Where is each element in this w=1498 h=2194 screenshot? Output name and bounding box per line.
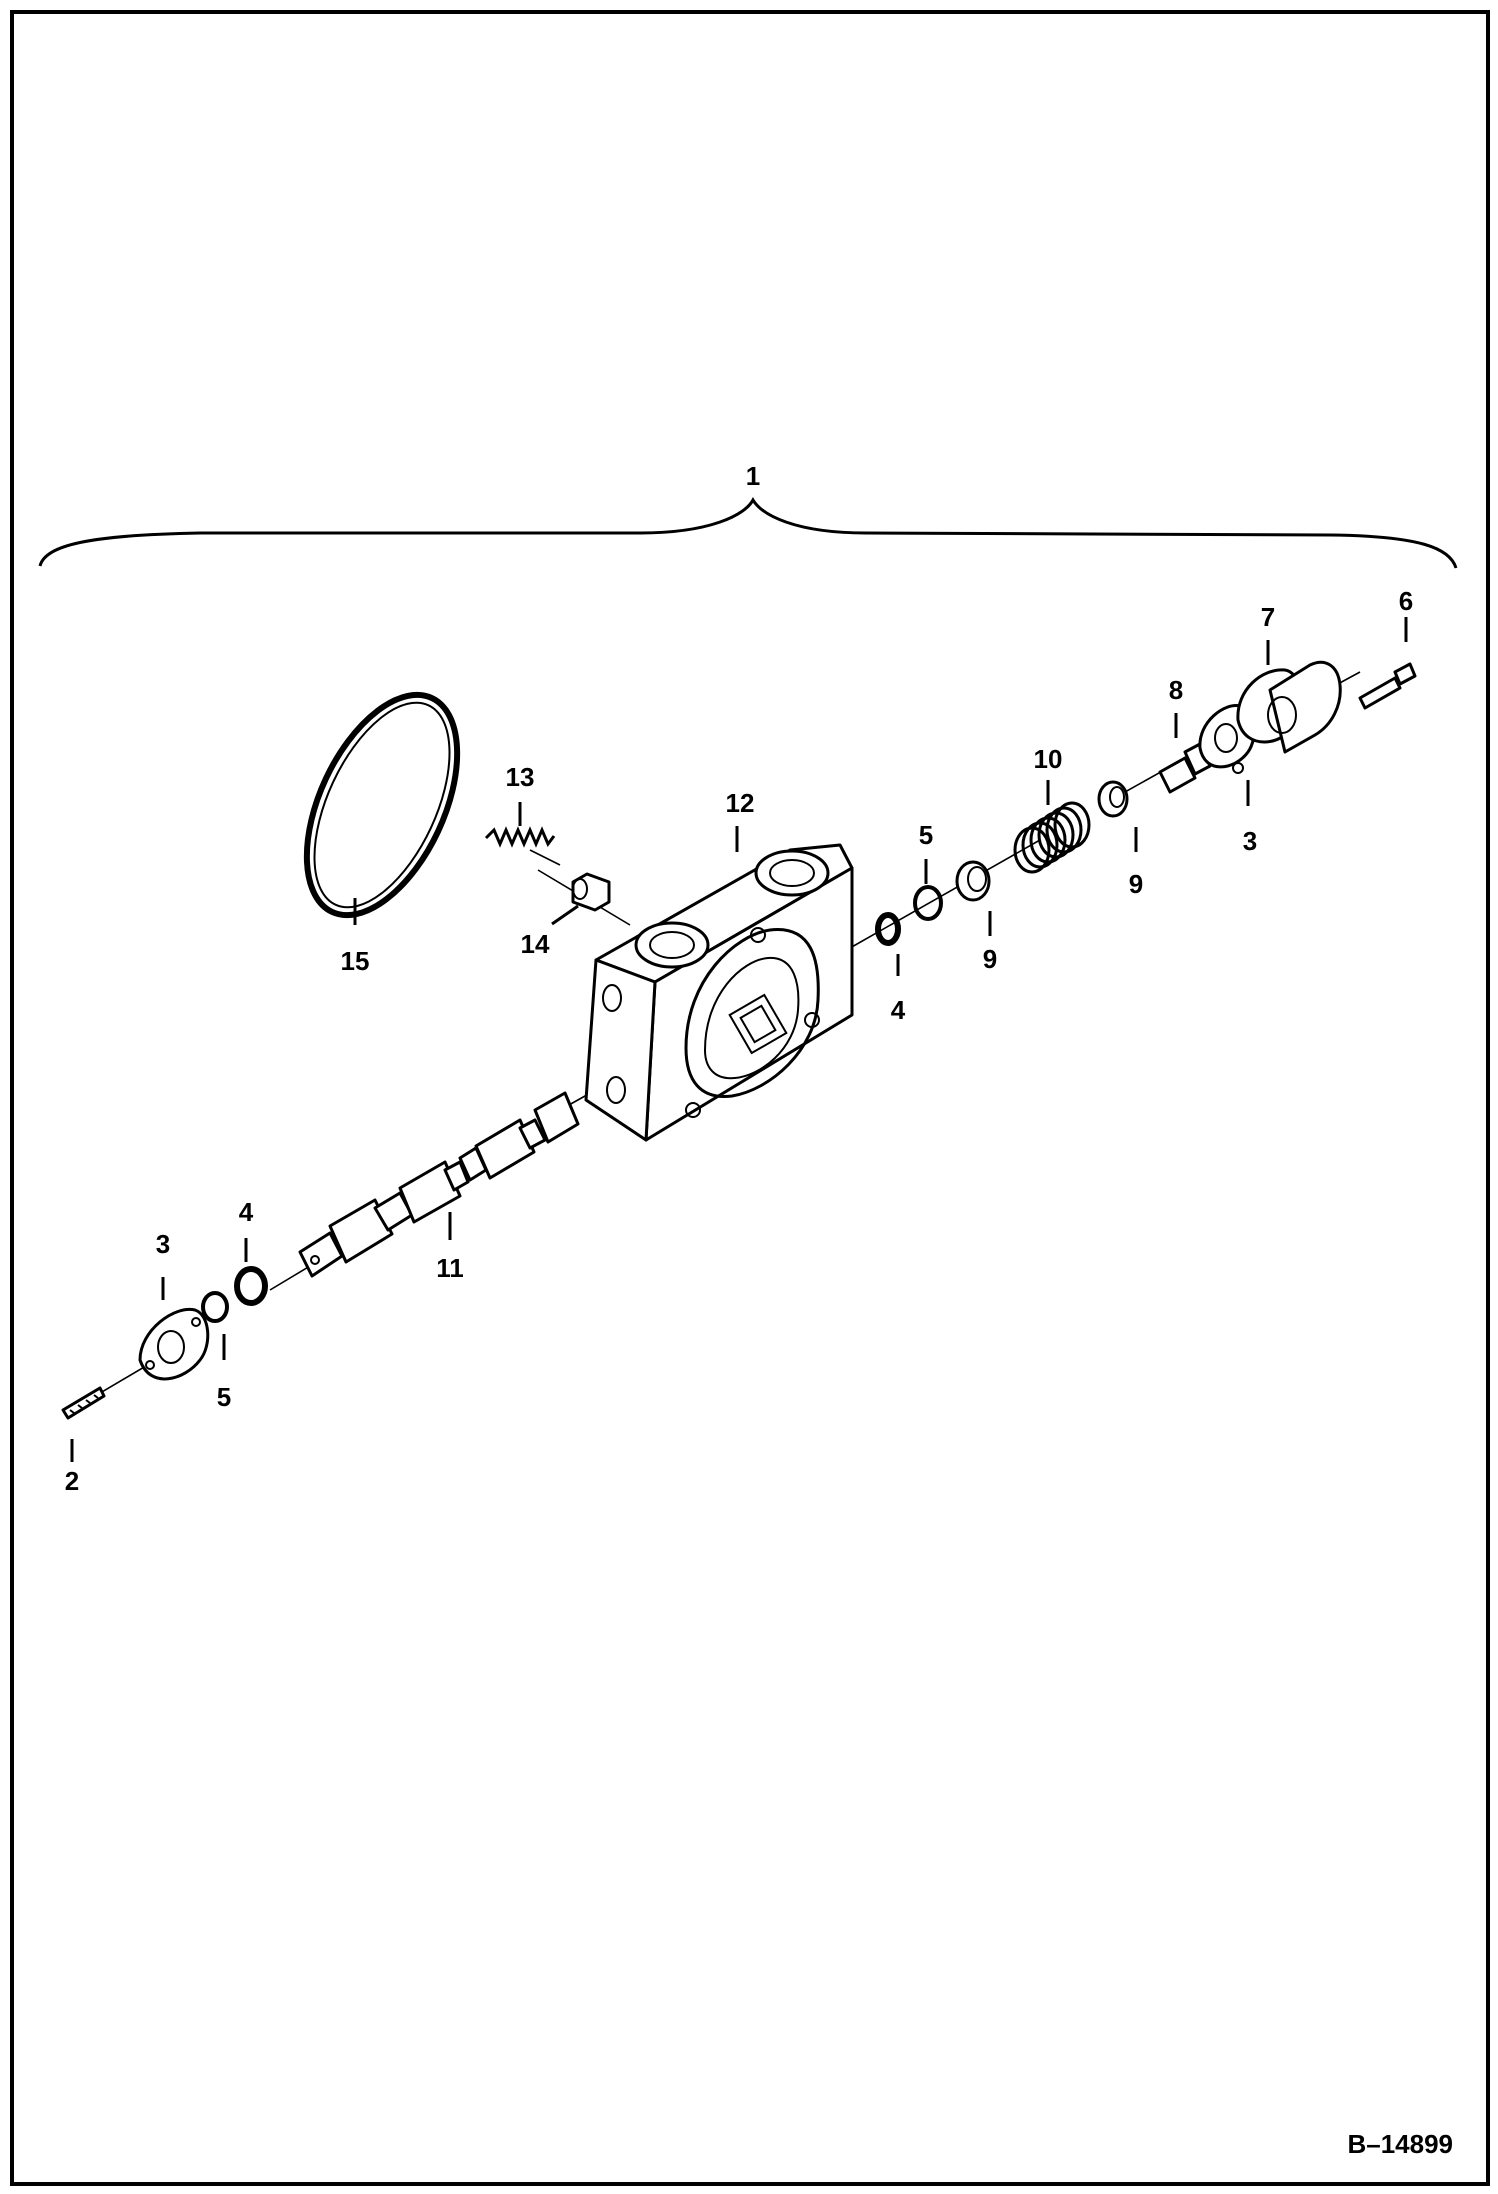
- callout-9-lower: 9: [983, 944, 997, 974]
- callout-5-right: 5: [919, 820, 933, 850]
- callout-8: 8: [1169, 675, 1183, 705]
- callout-12: 12: [726, 788, 755, 818]
- seal-part-4-right: [875, 912, 901, 946]
- plug-part-14: [571, 872, 611, 912]
- spool-part-11: [298, 1091, 580, 1278]
- callout-15: 15: [341, 946, 370, 976]
- spring-seat-part-9-lower: [955, 860, 991, 902]
- callout-6: 6: [1399, 586, 1413, 616]
- callout-13: 13: [506, 762, 535, 792]
- assembly-brace: [38, 496, 1458, 569]
- cap-part-7: [1236, 660, 1342, 754]
- valve-body-part-12: [584, 843, 854, 1142]
- bolt-part-6: [1358, 662, 1417, 710]
- washer-part-5-left: [201, 1291, 229, 1323]
- axis-line-left2: [269, 1265, 311, 1291]
- axis-line-right: [849, 839, 1041, 949]
- figure-code: B–14899: [1347, 2129, 1453, 2159]
- callout-3-right: 3: [1243, 826, 1257, 856]
- callout-2: 2: [65, 1466, 79, 1496]
- leader-14: [551, 904, 579, 926]
- spring-part-10: [1013, 801, 1091, 874]
- callout-11: 11: [436, 1253, 464, 1283]
- callout-4-left: 4: [239, 1197, 254, 1227]
- o-ring-part-15: [303, 691, 461, 919]
- callout-1: 1: [746, 461, 760, 491]
- callout-14: 14: [521, 929, 550, 959]
- callout-4-right: 4: [891, 995, 906, 1025]
- callout-10: 10: [1034, 744, 1063, 774]
- callout-5-left: 5: [217, 1382, 231, 1412]
- stopper-bolt-part-8: [1158, 742, 1212, 794]
- cover-plate-part-3-left: [138, 1307, 210, 1381]
- diagram-frame: [10, 10, 1490, 2186]
- spring-part-13: [484, 826, 561, 866]
- callout-9-upper: 9: [1129, 869, 1143, 899]
- callout-3-left: 3: [156, 1229, 170, 1259]
- callout-7: 7: [1261, 602, 1275, 632]
- seal-part-4-left: [234, 1266, 268, 1306]
- bolt-part-2: [61, 1386, 106, 1420]
- spring-seat-part-9-upper: [1097, 780, 1129, 818]
- washer-part-5-right: [913, 885, 943, 921]
